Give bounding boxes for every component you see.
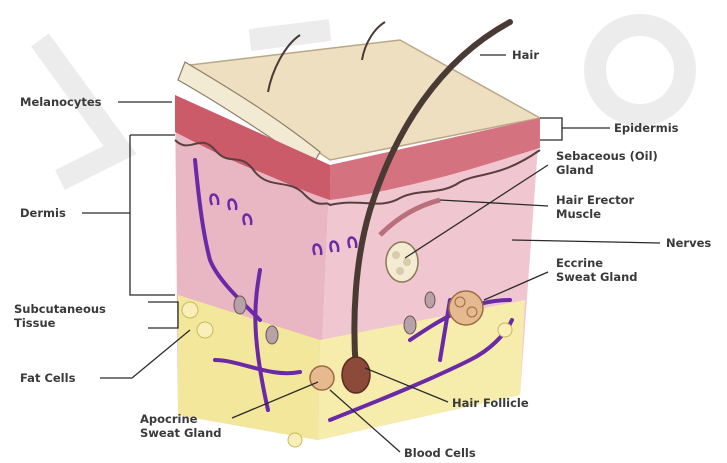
hair-follicle-bulb: [342, 357, 370, 393]
label-blood-cells: Blood Cells: [404, 446, 476, 460]
sebaceous-gland-shape: [386, 242, 418, 282]
apocrine-gland-shape: [310, 366, 334, 390]
label-subcutaneous-tissue: Subcutaneous Tissue: [14, 302, 106, 330]
label-dermis: Dermis: [20, 206, 66, 220]
label-hair: Hair: [512, 48, 539, 62]
label-nerves: Nerves: [666, 236, 711, 250]
label-hair-erector-muscle: Hair Erector Muscle: [556, 193, 634, 221]
label-sebaceous-gland: Sebaceous (Oil) Gland: [556, 149, 658, 177]
eccrine-gland-shape: [449, 291, 483, 325]
label-apocrine-sweat-gland: Apocrine Sweat Gland: [140, 412, 222, 440]
label-hair-follicle: Hair Follicle: [452, 396, 529, 410]
label-melanocytes: Melanocytes: [20, 95, 102, 109]
label-eccrine-sweat-gland: Eccrine Sweat Gland: [556, 256, 638, 284]
label-epidermis: Epidermis: [614, 121, 679, 135]
label-fat-cells: Fat Cells: [20, 371, 75, 385]
